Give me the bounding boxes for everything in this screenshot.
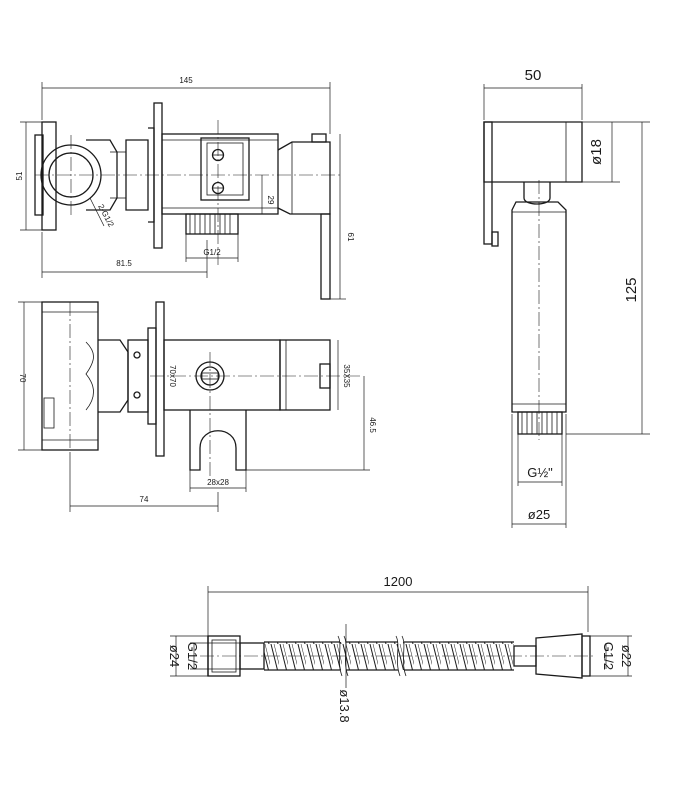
sprayer-head-diameter-label: ø18 xyxy=(588,139,605,165)
hose-diameter-label: ø13.8 xyxy=(337,689,352,722)
hose-right-diameter-label: ø22 xyxy=(619,645,634,667)
dim-thread-label: G1/2 xyxy=(203,248,221,257)
dim-side-height-label: 70 xyxy=(18,374,27,383)
dim-holder-label: 28x28 xyxy=(207,478,229,487)
dim-width-label: 145 xyxy=(179,76,193,85)
dim-length-label: 74 xyxy=(140,495,149,504)
hose-right-thread-label: G1/2 xyxy=(601,642,616,670)
dim-depth-label: 61 xyxy=(346,233,355,242)
sprayer-view: 50 ø18 125 G½" ø25 xyxy=(483,67,650,528)
dim-plate-label: 70x70 xyxy=(168,365,177,387)
dim-outlet-height-label: 29 xyxy=(266,196,275,205)
sprayer-length-label: 125 xyxy=(623,277,640,302)
front-view: 145 51 61 81.5 29 G1/2 2-G1/2 xyxy=(15,76,355,300)
dim-handle-label: 35X35 xyxy=(342,364,351,388)
dim-height-label: 51 xyxy=(15,171,24,180)
sprayer-body-diameter-label: ø25 xyxy=(528,507,550,522)
sprayer-thread-label: G½" xyxy=(527,465,553,480)
hose-left-nut-diameter-label: ø24 xyxy=(167,645,182,667)
dim-offset-label: 81.5 xyxy=(116,259,132,268)
side-view: 70 70x70 35X35 46.5 28x28 74 xyxy=(18,301,377,512)
hose-length-label: 1200 xyxy=(384,574,413,589)
hose-left-thread-label: G1/2 xyxy=(185,642,200,670)
dim-holder-offset-label: 46.5 xyxy=(368,417,377,433)
hose-view: 1200 ø24 G1/2 ø13.8 xyxy=(167,574,634,723)
sprayer-width-label: 50 xyxy=(525,67,542,84)
